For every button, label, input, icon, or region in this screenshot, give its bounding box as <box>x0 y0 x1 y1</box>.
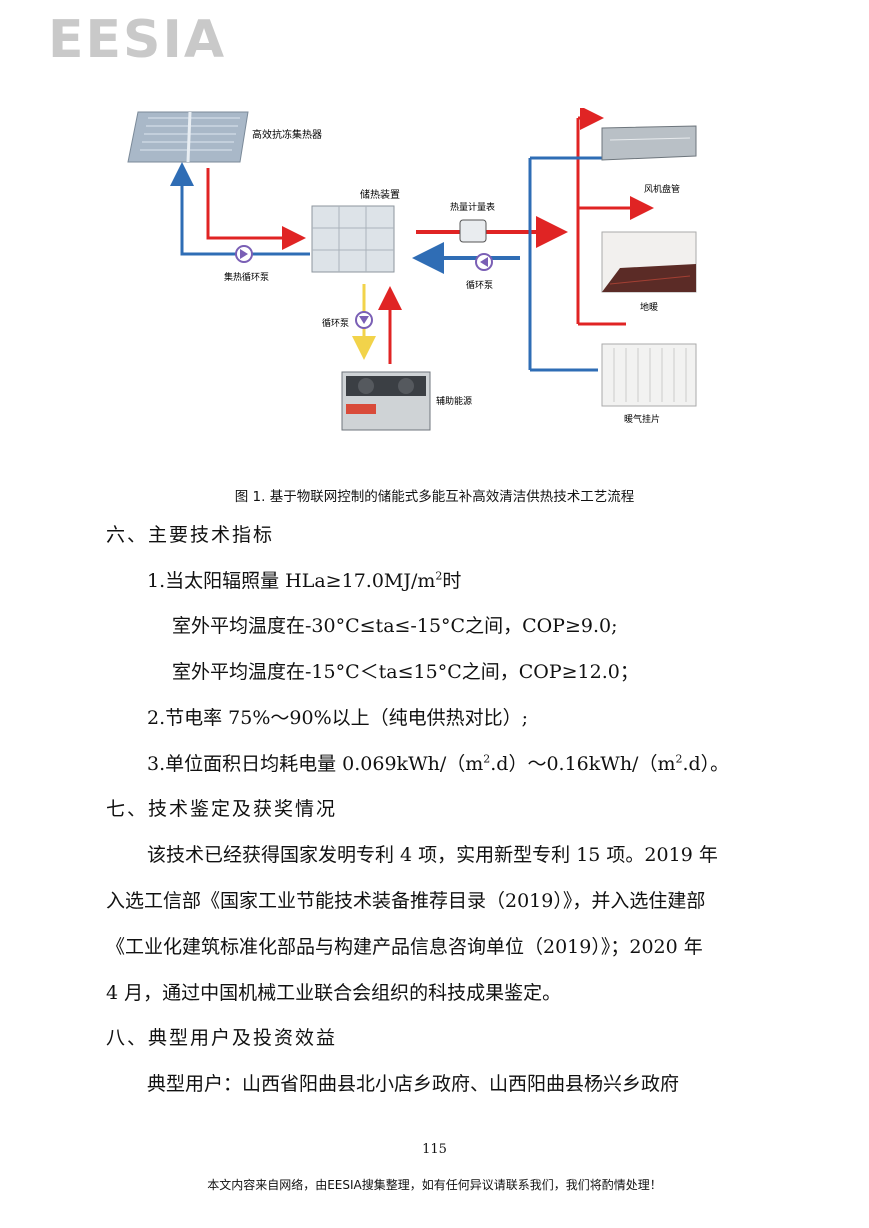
floor-heating-label: 地暖 <box>640 301 658 313</box>
figure-caption: 图 1. 基于物联网控制的储能式多能互补高效清洁供热技术工艺流程 <box>234 489 635 505</box>
eesia-logo: EESIA <box>48 10 227 70</box>
section8-heading: 八、典型用户及投资效益 <box>106 1027 338 1049</box>
return-pump-label: 循环泵 <box>466 279 493 291</box>
section7-paragraph-line-2: 入选工信部《国家工业节能技术装备推荐目录（2019）》，并入选住建部 <box>106 890 706 912</box>
process-flow-diagram: 高效抗冻集热器 集热循环泵 储热装置 循环泵 辅助能源 热量计量表 循环泵 <box>127 108 697 431</box>
section8-typical-users: 典型用户：山西省阳曲县北小店乡政府、山西阳曲县杨兴乡政府 <box>147 1073 680 1095</box>
collector-pump-label: 集热循环泵 <box>224 271 269 283</box>
section7-paragraph-line-4: 4 月，通过中国机械工业联合会组织的科技成果鉴定。 <box>106 982 562 1004</box>
aux-energy-label: 辅助能源 <box>436 395 472 407</box>
collector-return-pipe <box>170 162 310 256</box>
heat-meter-icon <box>459 219 487 243</box>
radiator-label: 暖气挂片 <box>624 413 660 425</box>
radiator-image <box>601 343 697 407</box>
heat-meter-label: 热量计量表 <box>450 201 495 213</box>
solar-collector-image <box>127 111 249 163</box>
storage-label: 储热装置 <box>360 188 400 201</box>
section7-paragraph-line-3: 《工业化建筑标准化部品与构建产品信息咨询单位（2019）》；2020 年 <box>106 936 703 958</box>
page-number: 115 <box>422 1142 447 1157</box>
collector-supply-pipe <box>206 168 306 250</box>
footer-disclaimer: 本文内容来自网络，由EESIA搜集整理，如有任何异议请联系我们，我们将酌情处理！ <box>207 1178 662 1192</box>
floor-heating-image <box>601 231 697 293</box>
aux-energy-unit-image <box>341 371 431 431</box>
collector-label: 高效抗冻集热器 <box>252 128 322 141</box>
fan-coil-label: 风机盘管 <box>644 183 680 195</box>
indicator-3: 3.单位面积日均耗电量 0.069kWh/（m2.d）～0.16kWh/（m2.… <box>147 752 730 775</box>
section7-heading: 七、技术鉴定及获奖情况 <box>106 798 338 820</box>
fan-coil-image <box>601 125 697 161</box>
indicator-2: 2.节电率 75%～90%以上（纯电供热对比）; <box>147 707 529 729</box>
section7-paragraph-line-1: 该技术已经获得国家发明专利 4 项，实用新型专利 15 项。2019 年 <box>147 844 718 866</box>
storage-tank-image <box>311 205 395 273</box>
indicator-1: 1.当太阳辐照量 HLa≥17.0MJ/m2时 <box>147 569 462 592</box>
section6-heading: 六、主要技术指标 <box>106 524 275 546</box>
indicator-1a: 室外平均温度在-30°C≤ta≤-15°C之间，COP≥9.0; <box>172 615 618 637</box>
indicator-1b: 室外平均温度在-15°C＜ta≤15°C之间，COP≥12.0； <box>172 661 639 683</box>
aux-pump-label: 循环泵 <box>322 317 349 329</box>
